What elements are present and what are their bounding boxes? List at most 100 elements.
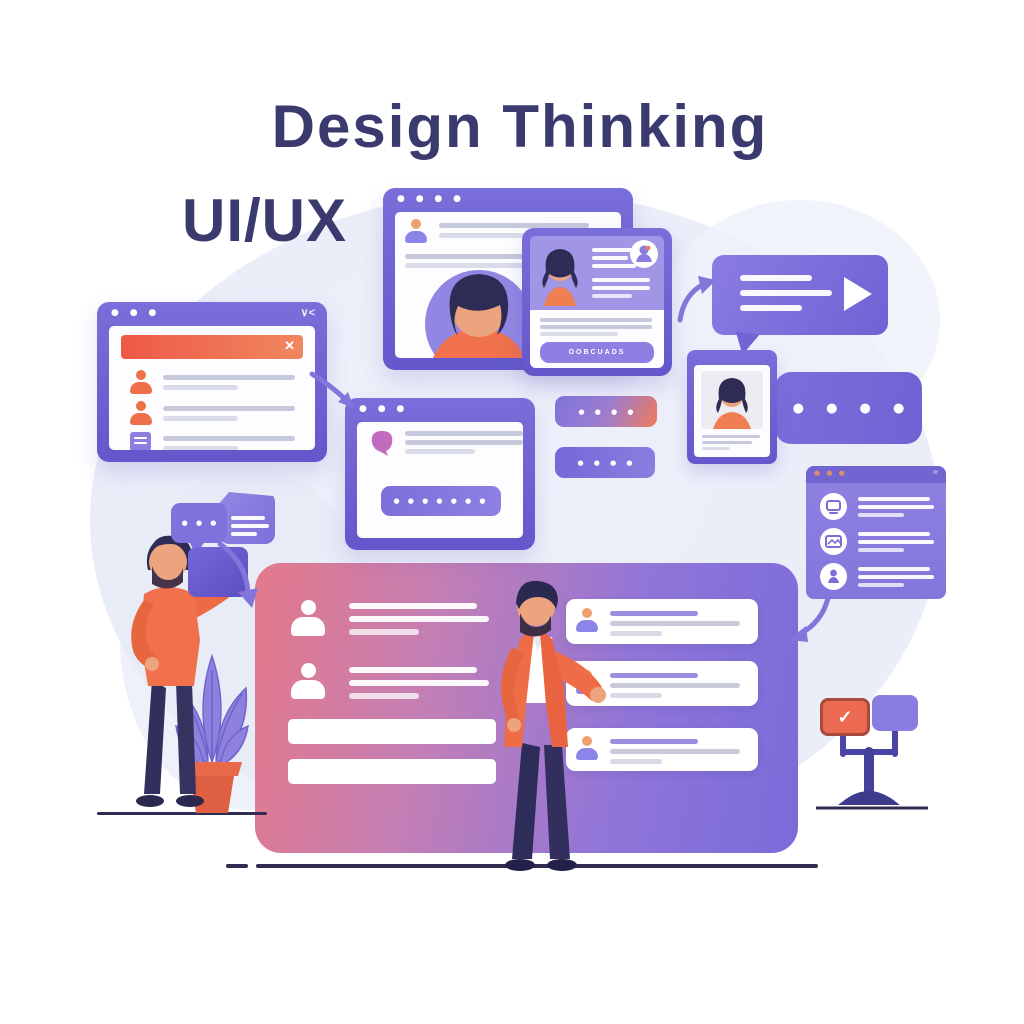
user-silhouette-head (300, 600, 316, 615)
flow-arrow-icon (309, 371, 354, 408)
text-line (540, 325, 652, 329)
person-head (582, 608, 592, 618)
window-scribble-icon: ∨< (300, 307, 315, 319)
code-field-2[interactable]: ● ● ● ● (555, 447, 655, 478)
file-icon-line (134, 442, 147, 444)
user-silhouette-body (291, 617, 325, 636)
text-line (405, 449, 475, 454)
profile-card-header (530, 236, 664, 310)
text-line (231, 524, 269, 528)
chat-bubble-lines (219, 492, 275, 544)
typing-dots-icon: ● ● ● ● (792, 400, 914, 416)
window-content: ● ● ● ● ● ● ● (357, 422, 523, 538)
password-dots: ● ● ● ● ● ● ● (393, 497, 489, 505)
text-line (702, 441, 752, 444)
text-line (163, 446, 238, 450)
menu-item-icon-circle[interactable] (820, 528, 847, 555)
avatar-illustration (425, 270, 533, 358)
titlebar-scribble-icon: ≈ (933, 467, 938, 477)
text-line (405, 431, 523, 436)
window-controls[interactable]: ● ● ● (111, 308, 161, 318)
text-line (740, 290, 832, 296)
user-silhouette-head (300, 663, 316, 678)
text-line (163, 385, 238, 390)
ground-line-main (256, 864, 818, 868)
flow-arrow-icon (788, 595, 831, 642)
text-line (592, 286, 650, 290)
text-line (349, 616, 489, 622)
woman-photo-illustration (713, 378, 751, 429)
window-controls[interactable]: ● ● ● ● (397, 194, 465, 204)
text-line (349, 693, 419, 699)
list-card[interactable] (566, 599, 758, 644)
password-field[interactable]: ● ● ● ● ● ● ● (381, 486, 501, 516)
onboard-button[interactable]: OOBCUADS (540, 342, 654, 363)
menu-item-icon-circle[interactable] (820, 493, 847, 520)
text-line (740, 275, 812, 281)
typing-bubble: ● ● ● ● (775, 372, 922, 444)
play-icon[interactable] (844, 277, 872, 311)
title-design-thinking: Design Thinking (271, 93, 769, 160)
check-sign[interactable]: ✓ (820, 698, 870, 736)
person-body (130, 413, 152, 425)
text-line (540, 318, 652, 322)
text-line (349, 680, 489, 686)
chat-bubble-dots: ● ● ● (171, 503, 227, 543)
text-line (858, 567, 930, 571)
text-line (858, 505, 934, 509)
person-head (411, 219, 421, 229)
check-icon: ✓ (837, 706, 853, 727)
window-controls[interactable]: ● ● ● (814, 469, 847, 477)
text-line (163, 406, 295, 411)
text-line (163, 375, 295, 380)
code-field-1[interactable]: ● ● ● ● (555, 396, 657, 427)
text-line (405, 263, 540, 268)
flow-arrow-icon (677, 276, 716, 323)
pink-blob-icon (371, 431, 393, 456)
photo-frame (701, 371, 763, 429)
text-line (610, 611, 698, 616)
text-line (540, 332, 618, 336)
text-line (610, 631, 662, 636)
text-line (610, 759, 662, 764)
profile-card: OOBCUADS (522, 228, 672, 376)
held-chat-box (188, 547, 248, 597)
list-card[interactable] (566, 728, 758, 771)
flow-arrow-icon (217, 541, 258, 608)
camera-icon (826, 500, 841, 514)
text-line (163, 416, 238, 421)
window-controls[interactable]: ● ● ● (359, 404, 409, 414)
person-body (130, 382, 152, 394)
image-icon (825, 535, 842, 548)
menu-item-icon-circle[interactable] (820, 563, 847, 590)
text-line (231, 532, 257, 536)
blank-sign[interactable] (872, 695, 918, 731)
close-icon[interactable]: ✕ (284, 338, 295, 353)
text-line (858, 513, 904, 517)
text-line (592, 294, 632, 298)
woman-avatar-illustration (542, 249, 578, 306)
text-line (592, 248, 636, 252)
text-line (592, 278, 650, 282)
title-ui-ux: UI/UX (182, 187, 348, 254)
text-line (858, 548, 904, 552)
text-line (592, 256, 628, 260)
person-head (136, 401, 146, 411)
menu-panel: ● ● ● ≈ (806, 466, 946, 599)
text-line (163, 436, 295, 441)
text-line (610, 739, 698, 744)
text-line (858, 540, 934, 544)
person-icon (130, 370, 152, 395)
text-line (405, 440, 523, 445)
input-bar[interactable] (288, 719, 496, 744)
file-icon (130, 432, 151, 450)
input-bar[interactable] (288, 759, 496, 784)
text-line (858, 583, 904, 587)
photo-card (687, 350, 777, 464)
person-icon (405, 219, 427, 244)
menu-panel-titlebar: ● ● ● ≈ (806, 466, 946, 483)
profile-card-body: OOBCUADS (530, 310, 664, 368)
text-line (610, 673, 698, 678)
person-upload-icon (828, 569, 839, 583)
